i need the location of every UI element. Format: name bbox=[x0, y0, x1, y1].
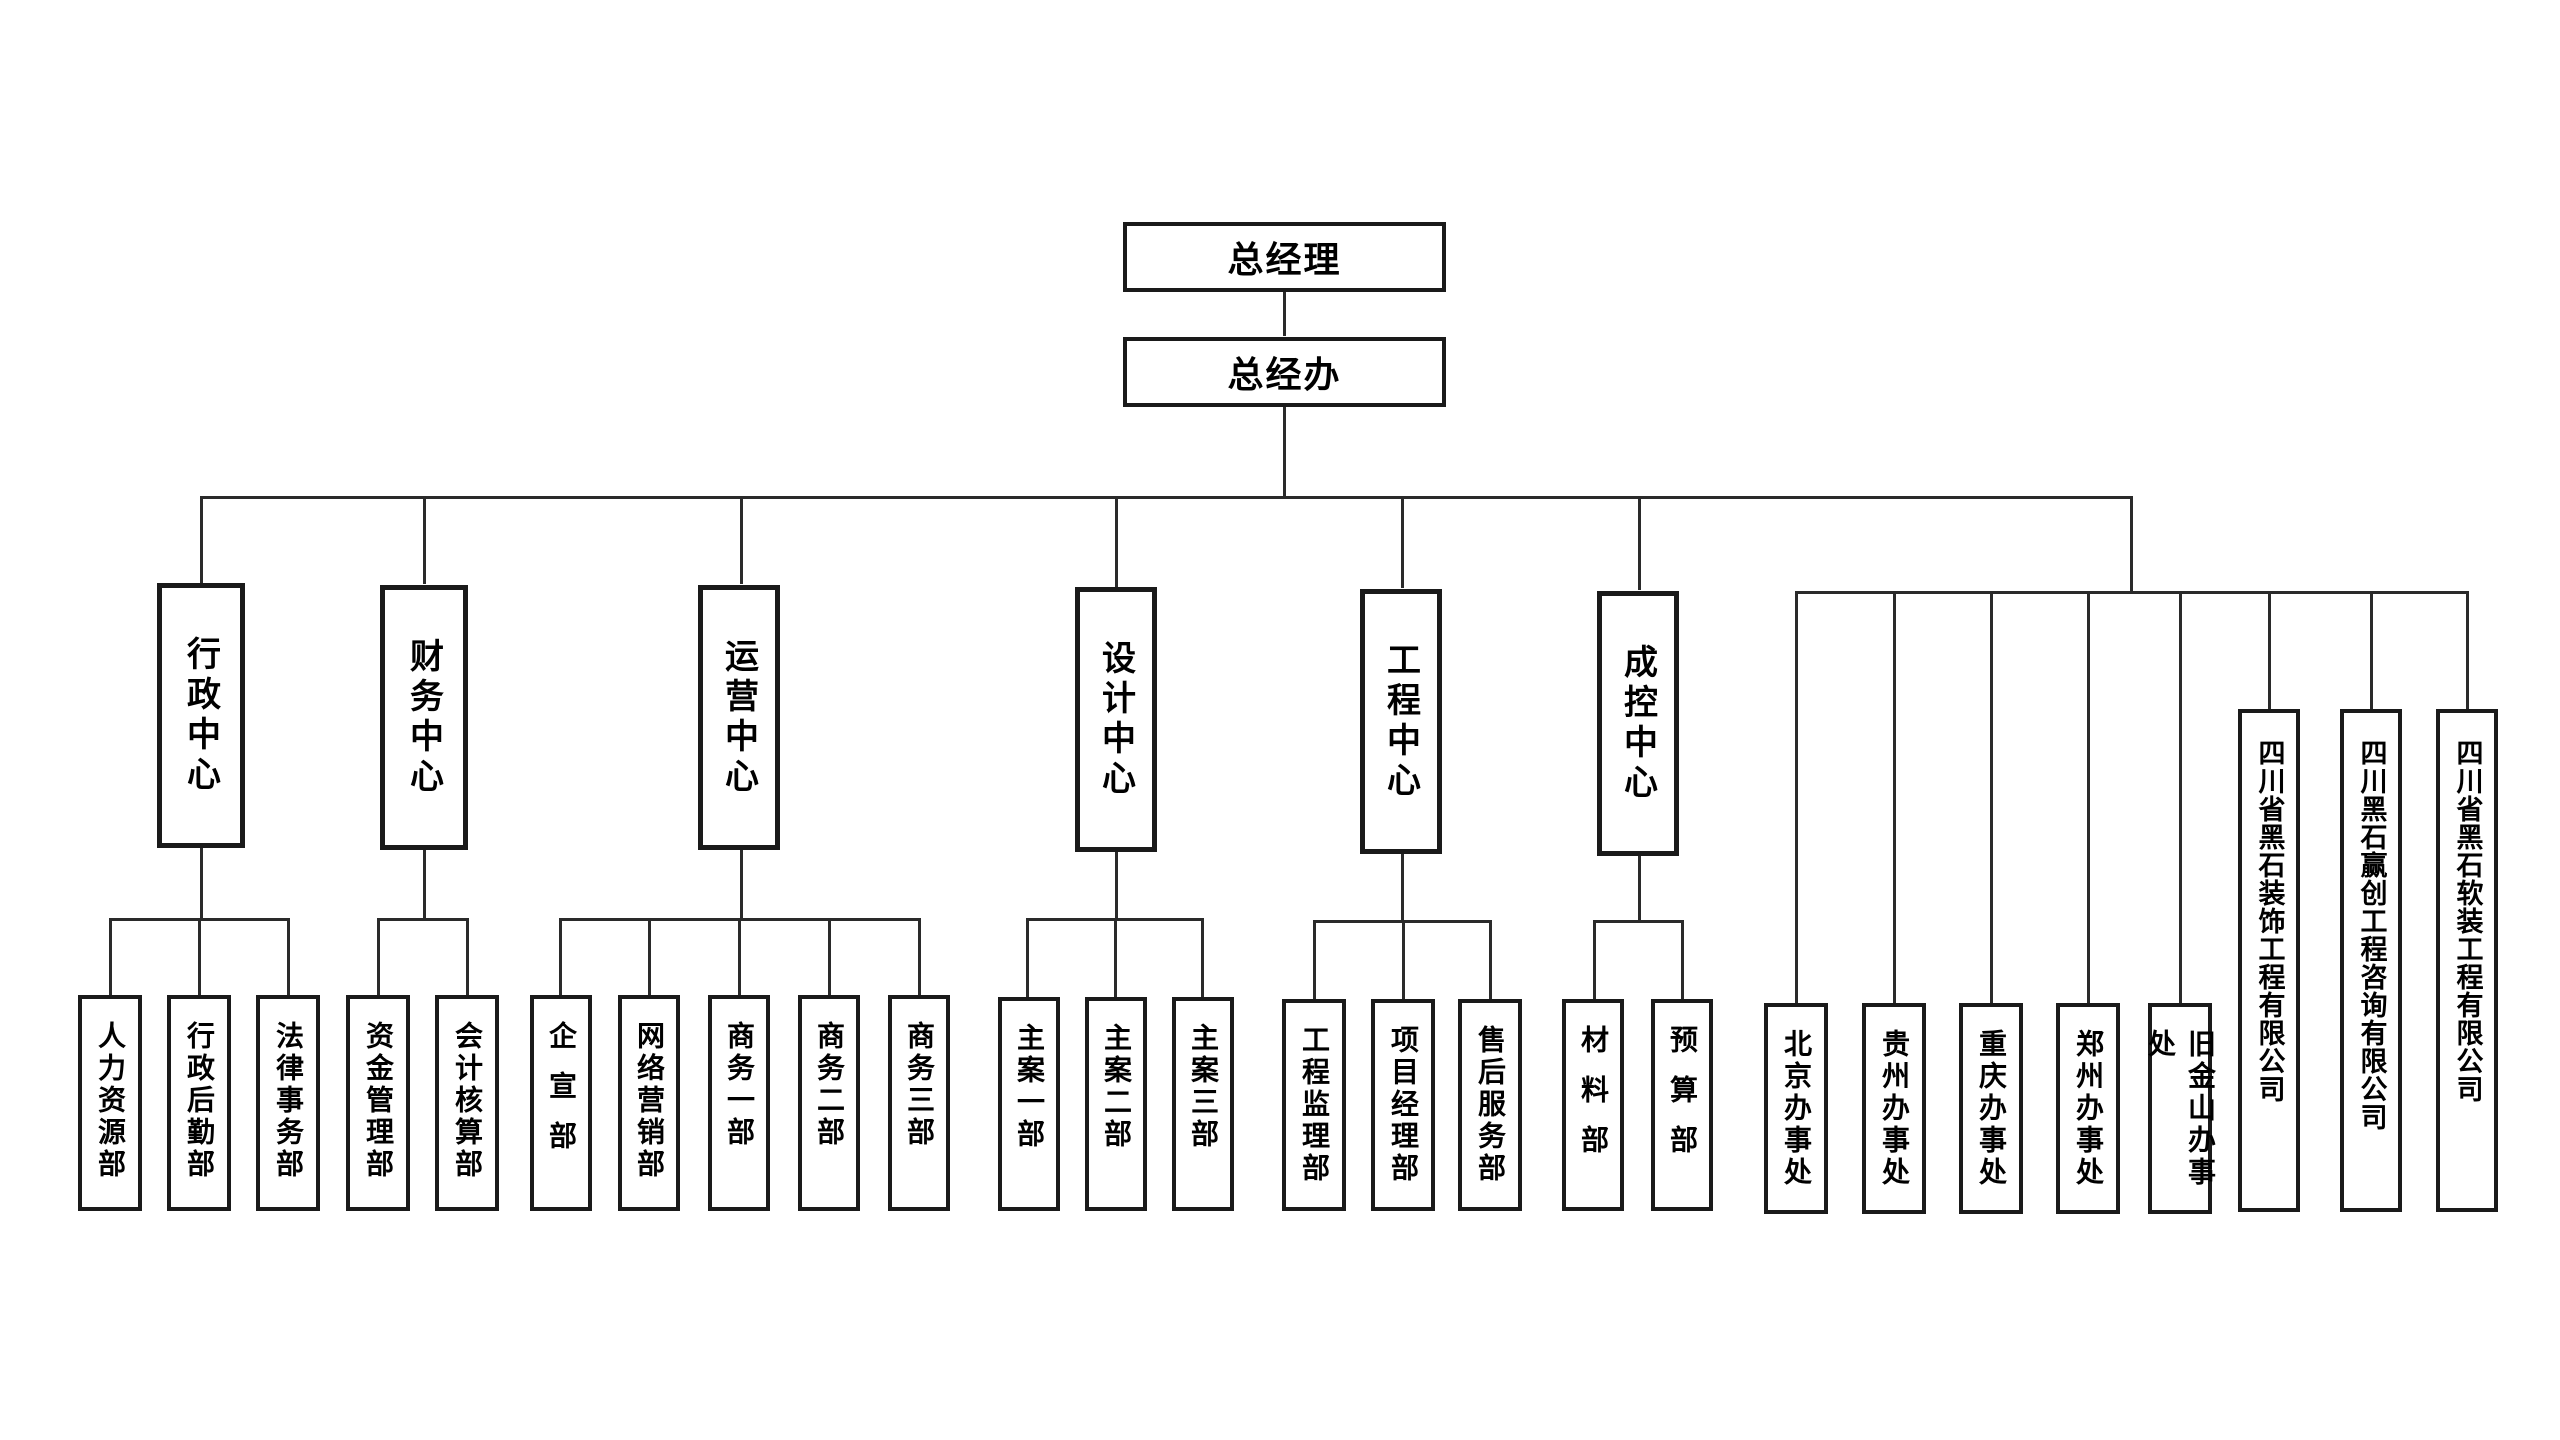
connector-line bbox=[1402, 920, 1405, 1000]
connector-line bbox=[738, 918, 741, 996]
connector-line bbox=[2370, 591, 2373, 710]
connector-line bbox=[2466, 591, 2469, 710]
branch-san-francisco: 旧金山办事处 bbox=[2144, 1003, 2217, 1214]
connector-line bbox=[466, 918, 469, 996]
dept-supervision: 工程监理部 bbox=[1282, 999, 1346, 1211]
connector-line bbox=[377, 918, 468, 921]
connector-line bbox=[648, 918, 651, 996]
dept-materials: 材料部 bbox=[1562, 999, 1624, 1211]
general-office-box: 总经办 bbox=[1123, 337, 1446, 407]
connector-line bbox=[423, 496, 426, 584]
dept-design-2: 主案二部 bbox=[1085, 997, 1147, 1211]
connector-line bbox=[1593, 920, 1684, 923]
connector-line bbox=[1990, 591, 1993, 1005]
connector-line bbox=[740, 848, 743, 920]
connector-line bbox=[2087, 591, 2090, 1005]
connector-line bbox=[1401, 852, 1404, 922]
connector-line bbox=[109, 918, 112, 996]
connector-line bbox=[1313, 920, 1316, 1000]
connector-line bbox=[1795, 591, 2468, 594]
connector-line bbox=[740, 496, 743, 584]
subsidiary-soft-furnishing: 四川省黑石软装工程有限公司 bbox=[2436, 709, 2498, 1212]
connector-line bbox=[1638, 496, 1641, 590]
connector-line bbox=[200, 846, 203, 920]
connector-line bbox=[1401, 496, 1404, 588]
connector-line bbox=[287, 918, 290, 996]
connector-line bbox=[828, 918, 831, 996]
center-engineering: 工程中心 bbox=[1360, 589, 1442, 854]
dept-accounting: 会计核算部 bbox=[435, 995, 499, 1211]
connector-line bbox=[1201, 918, 1204, 998]
connector-line bbox=[198, 918, 201, 996]
connector-line bbox=[2179, 591, 2182, 1005]
connector-line bbox=[1893, 591, 1896, 1005]
center-cost-control: 成控中心 bbox=[1597, 591, 1679, 856]
center-design: 设计中心 bbox=[1075, 587, 1157, 852]
dept-branding: 企宣部 bbox=[530, 995, 592, 1211]
dept-business-2: 商务二部 bbox=[798, 995, 860, 1211]
dept-design-1: 主案一部 bbox=[998, 997, 1060, 1211]
center-operations: 运营中心 bbox=[698, 585, 780, 850]
dept-budget: 预算部 bbox=[1651, 999, 1713, 1211]
connector-line bbox=[1283, 290, 1286, 336]
connector-line bbox=[2130, 496, 2133, 593]
branch-beijing: 北京办事处 bbox=[1764, 1003, 1828, 1214]
connector-line bbox=[1026, 918, 1029, 998]
dept-hr: 人力资源部 bbox=[78, 995, 142, 1211]
connector-line bbox=[423, 848, 426, 920]
branch-zhengzhou: 郑州办事处 bbox=[2056, 1003, 2120, 1214]
subsidiary-consulting: 四川黑石赢创工程咨询有限公司 bbox=[2340, 709, 2402, 1212]
connector-line bbox=[1593, 920, 1596, 1000]
connector-line bbox=[1795, 591, 1798, 1005]
center-admin: 行政中心 bbox=[157, 583, 245, 848]
branch-chongqing: 重庆办事处 bbox=[1959, 1003, 2023, 1214]
connector-line bbox=[200, 496, 203, 584]
connector-line bbox=[1115, 850, 1118, 920]
dept-treasury: 资金管理部 bbox=[346, 995, 410, 1211]
dept-online-marketing: 网络营销部 bbox=[618, 995, 680, 1211]
connector-line bbox=[1489, 920, 1492, 1000]
dept-legal: 法律事务部 bbox=[256, 995, 320, 1211]
dept-business-3: 商务三部 bbox=[888, 995, 950, 1211]
ceo-box: 总经理 bbox=[1123, 222, 1446, 292]
connector-line bbox=[1638, 856, 1641, 922]
connector-line bbox=[1681, 920, 1684, 1000]
branch-guizhou: 贵州办事处 bbox=[1862, 1003, 1926, 1214]
connector-line bbox=[1114, 918, 1117, 998]
dept-after-sales: 售后服务部 bbox=[1458, 999, 1522, 1211]
center-finance: 财务中心 bbox=[380, 585, 468, 850]
subsidiary-decoration: 四川省黑石装饰工程有限公司 bbox=[2238, 709, 2300, 1212]
connector-line bbox=[559, 918, 562, 996]
connector-line bbox=[200, 496, 2132, 499]
dept-design-3: 主案三部 bbox=[1172, 997, 1234, 1211]
connector-line bbox=[377, 918, 380, 996]
connector-line bbox=[918, 918, 921, 996]
connector-line bbox=[1283, 405, 1286, 498]
connector-line bbox=[1115, 496, 1118, 588]
dept-business-1: 商务一部 bbox=[708, 995, 770, 1211]
dept-admin-logistics: 行政后勤部 bbox=[167, 995, 231, 1211]
connector-line bbox=[2268, 591, 2271, 710]
dept-project-management: 项目经理部 bbox=[1371, 999, 1435, 1211]
